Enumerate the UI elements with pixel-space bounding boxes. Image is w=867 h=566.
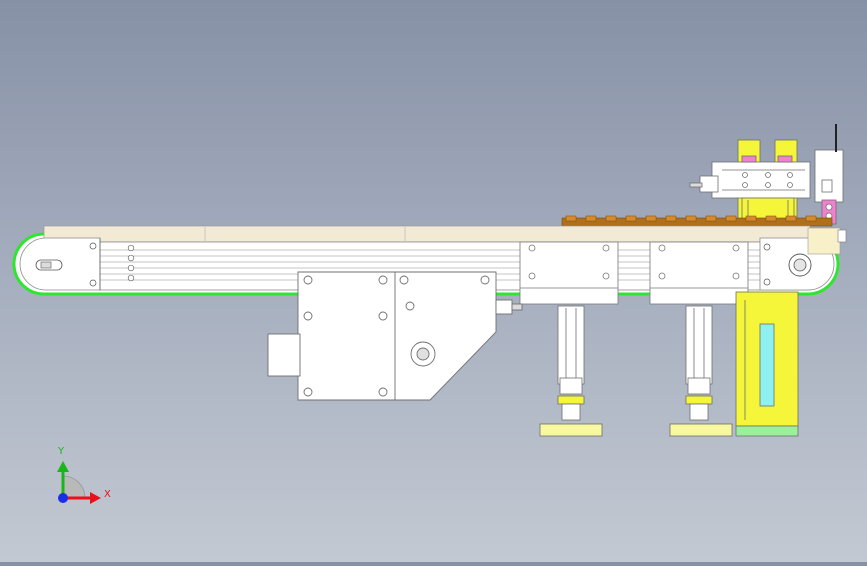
axis-y-label: Y — [57, 446, 65, 457]
support-bracket-2[interactable] — [649, 241, 749, 305]
cyan-slot — [759, 323, 775, 407]
cylinder-leg-1[interactable] — [539, 305, 603, 437]
foot-pad-1 — [539, 423, 603, 437]
pick-and-place-module[interactable] — [689, 124, 844, 225]
gear-motor-housing[interactable] — [267, 271, 523, 401]
belt-top — [43, 225, 811, 243]
motor-side-block — [267, 333, 301, 377]
slide-body — [711, 161, 811, 199]
axis-x-label: X — [104, 489, 111, 500]
chain-track — [561, 215, 833, 227]
cylinder-leg-2[interactable] — [669, 305, 733, 437]
column-base — [735, 425, 799, 437]
foot-pad-2 — [669, 423, 733, 437]
slide-rod — [689, 182, 703, 188]
coordinate-triad-icon: Y X — [57, 446, 111, 504]
support-bracket-1[interactable] — [519, 241, 619, 305]
yellow-support-column[interactable] — [735, 291, 799, 437]
slide-end-cap — [699, 175, 719, 193]
vertical-actuator — [814, 149, 844, 203]
